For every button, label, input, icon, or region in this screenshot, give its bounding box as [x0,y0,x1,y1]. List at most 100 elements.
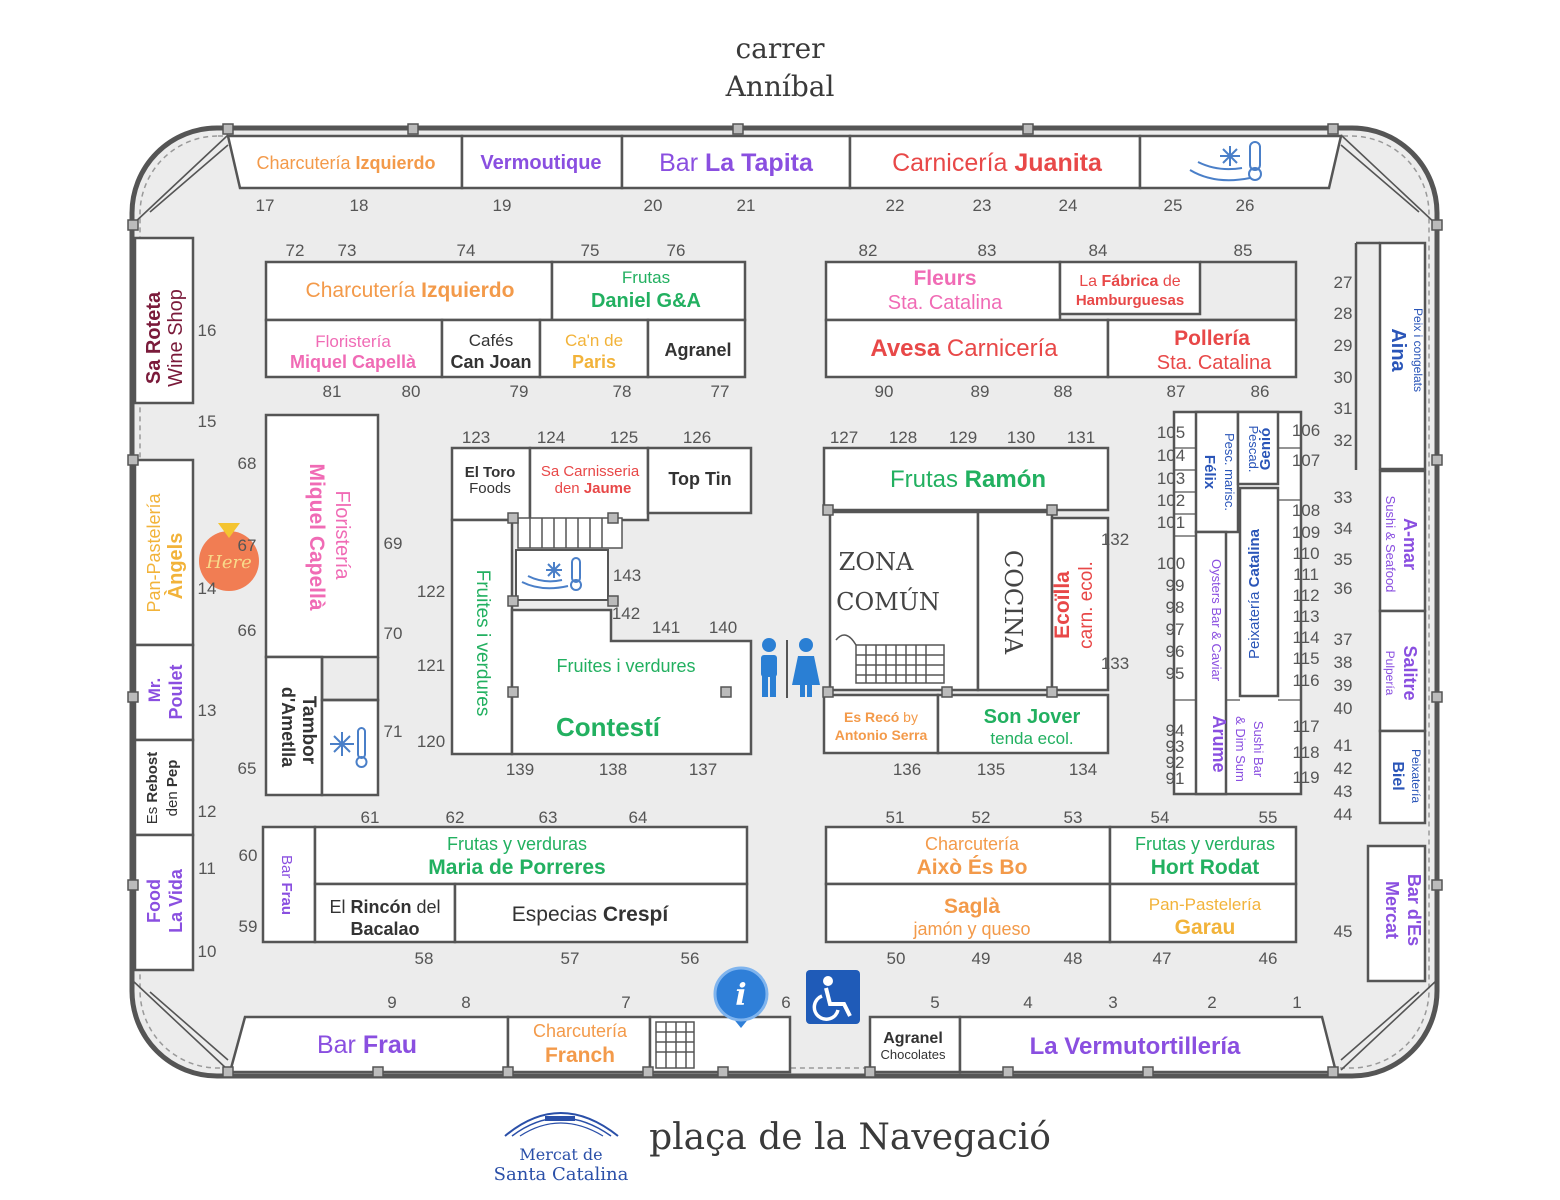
stall-es-reco[interactable]: Es Recó by [844,709,918,725]
stall-pescad-genio[interactable]: Pescad. [1246,426,1261,473]
stall-can-de-paris-name[interactable]: Paris [572,352,616,372]
stall-shape-aina[interactable] [1378,241,1427,471]
stall-shape-el-toro[interactable] [450,446,532,522]
stall-ecoilla[interactable]: Ecoïlla [1051,571,1074,639]
stall-shape-rincon-bacalao[interactable] [313,882,457,944]
stall-shape-bar-es-mercat[interactable] [1366,844,1427,983]
stall-shape-oysters[interactable] [1194,530,1228,796]
stall-shape-floristeria-miquel-v[interactable] [264,413,380,659]
stall-especias-crespi[interactable]: Especias Crespí [512,903,670,926]
stall-bar-frau-v[interactable]: Bar Frau [278,855,295,915]
stall-t-bar-la-tapita[interactable]: Bar La Tapita [659,149,814,177]
stall-shape-hort-rodat[interactable] [1108,825,1298,886]
stall-fabrica-hamburguesas-name[interactable]: Hamburguesas [1076,292,1184,309]
stall-sa-carnisseria-name[interactable]: den Jaume [555,480,632,497]
stall-cafes-can-joan-name[interactable]: Can Joan [450,352,531,372]
stall-food-la-vida[interactable]: Food [144,879,164,923]
stall-shape-especias-crespi[interactable] [453,882,749,944]
stall-pesc-felix-name[interactable]: Félix [1201,455,1218,490]
stall-frutas-daniel[interactable]: Frutas [622,268,670,287]
stall-frutas-daniel-name[interactable]: Daniel G&A [591,290,701,312]
stall-charcuteria-franch-name[interactable]: Franch [545,1044,615,1067]
stall-top-tin[interactable]: Top Tin [668,469,731,489]
stall-shape-top-tin[interactable] [646,446,753,515]
stall-fleurs-sub[interactable]: Sta. Catalina [888,292,1003,314]
stall-maria-porreres[interactable]: Frutas y verduras [447,834,587,854]
stall-shape-charcuteria-franch[interactable] [506,1015,652,1074]
stall-fruites-verdures-h[interactable]: Fruites i verdures [556,656,695,676]
stall-shape-fabrica-hamburguesas[interactable] [1058,260,1202,316]
stall-es-reco-name[interactable]: Antonio Serra [835,727,928,743]
stall-mr-poulet[interactable]: Mr. [145,678,164,703]
stall-charcuteria-franch[interactable]: Charcutería [533,1021,628,1041]
stall-shape-biel[interactable] [1378,729,1427,825]
stall-food-la-vida-name[interactable]: La Vida [166,868,186,933]
stall-frutas-ramon[interactable]: Frutas Ramón [890,466,1046,493]
stall-ecoilla-sub[interactable]: carn. ecol. [1076,561,1097,649]
stall-bar-frau[interactable]: Bar Frau [317,1031,417,1059]
stall-shape-t-carniceria-juanita[interactable] [848,134,1142,190]
stall-fleurs[interactable]: Fleurs [913,267,976,290]
stall-sagla[interactable]: Saglà [944,895,1000,918]
stall-cafes-can-joan[interactable]: Cafés [469,331,513,350]
stall-sa-roteta[interactable]: Sa Roteta [143,291,165,384]
stall-vermutortilleria[interactable]: La Vermutortillería [1030,1033,1241,1060]
stall-floristeria-miquel-name[interactable]: Miquel Capellà [290,352,417,372]
stall-shape-fleurs[interactable] [824,260,1062,322]
stall-peixateria-catalina[interactable]: Peixatería Catalina [1246,528,1263,659]
stall-shape-cafes-can-joan[interactable] [440,318,542,379]
stall-shape-avesa[interactable] [824,318,1110,379]
stall-floristeria-miquel[interactable]: Floristería [315,332,391,351]
stall-shape-cocina[interactable] [976,510,1054,692]
stall-contesti[interactable]: Contestí [556,712,661,742]
stall-biel[interactable]: Biel [1389,761,1406,790]
stall-shape-t-cold-storage[interactable] [1138,134,1343,190]
stall-shape-sa-roteta[interactable] [133,236,195,405]
stall-salitre[interactable]: Salitre [1400,645,1420,700]
stall-sa-carnisseria[interactable]: Sa Carnisseria [541,463,640,480]
stall-shape-agranel-chocolates[interactable] [868,1015,962,1074]
stall-mr-poulet-name[interactable]: Poulet [166,664,186,719]
stall-shape-left-cold[interactable] [320,698,380,797]
stall-shape-son-jover[interactable] [936,693,1110,755]
stall-shape-frutas-ramon[interactable] [822,446,1110,512]
stall-aina[interactable]: Aina [1387,328,1409,372]
stall-son-jover-sub[interactable]: tenda ecol. [990,729,1073,748]
stall-sushi-bar[interactable]: Sushi Bar [1251,721,1266,778]
stall-shape-peixateria-catalina[interactable] [1238,486,1280,698]
stall-amar[interactable]: A-mar [1400,518,1420,570]
stall-shape-es-reco[interactable] [822,693,940,755]
stall-charc-izquierdo-2[interactable]: Charcutería Izquierdo [306,279,515,302]
stall-sa-roteta-sub[interactable]: Wine Shop [165,289,187,387]
stall-arume[interactable]: Arume [1209,715,1229,772]
stall-floristeria-miquel-v-name[interactable]: Miquel Capellà [305,463,328,610]
stall-biel-sub[interactable]: Peixatería [1409,749,1423,803]
stall-salitre-sub[interactable]: Pulpería [1383,651,1397,696]
stall-sushi-bar-sub[interactable]: & Dim Sum [1233,716,1248,782]
stall-tambor-sub[interactable]: d'Ametlla [278,687,298,768]
stall-pan-angels[interactable]: Pan-Pastelería [144,492,164,612]
stall-oysters[interactable]: Oysters Bar & Caviar [1209,559,1224,682]
stall-sagla-sub[interactable]: jamón y queso [912,919,1030,939]
stall-rincon-bacalao[interactable]: El Rincón del [329,897,440,917]
stall-garau-name[interactable]: Garau [1175,916,1236,939]
stall-t-carniceria-juanita[interactable]: Carnicería Juanita [892,149,1103,177]
stall-floristeria-miquel-v[interactable]: Floristería [331,491,353,581]
stall-agranel[interactable]: Agranel [664,340,731,360]
stall-shape-contesti[interactable] [510,608,753,756]
stall-es-rebost[interactable]: Es Rebost [144,752,161,825]
stall-aina-sub[interactable]: Peix i congelats [1411,308,1425,392]
stall-pesc-felix[interactable]: Pesc. marisc. [1222,433,1237,511]
stall-maria-porreres-name[interactable]: Maria de Porreres [428,856,605,879]
stall-agranel-chocolates[interactable]: Agranel [883,1030,943,1047]
stall-shape-garau[interactable] [1108,882,1298,944]
stall-shape-ecoilla[interactable] [1050,516,1110,692]
stall-shape-agranel[interactable] [646,318,747,379]
stall-shape-floristeria-miquel[interactable] [264,318,444,379]
stall-rincon-bacalao-name[interactable]: Bacalao [350,919,419,939]
stall-pescad-genio-name[interactable]: Genió [1257,428,1274,471]
stall-hort-rodat-name[interactable]: Hort Rodat [1151,856,1260,879]
stall-son-jover[interactable]: Son Jover [984,706,1081,728]
stall-el-toro-sub[interactable]: Foods [469,480,511,497]
stall-shape-polleria[interactable] [1106,318,1298,379]
